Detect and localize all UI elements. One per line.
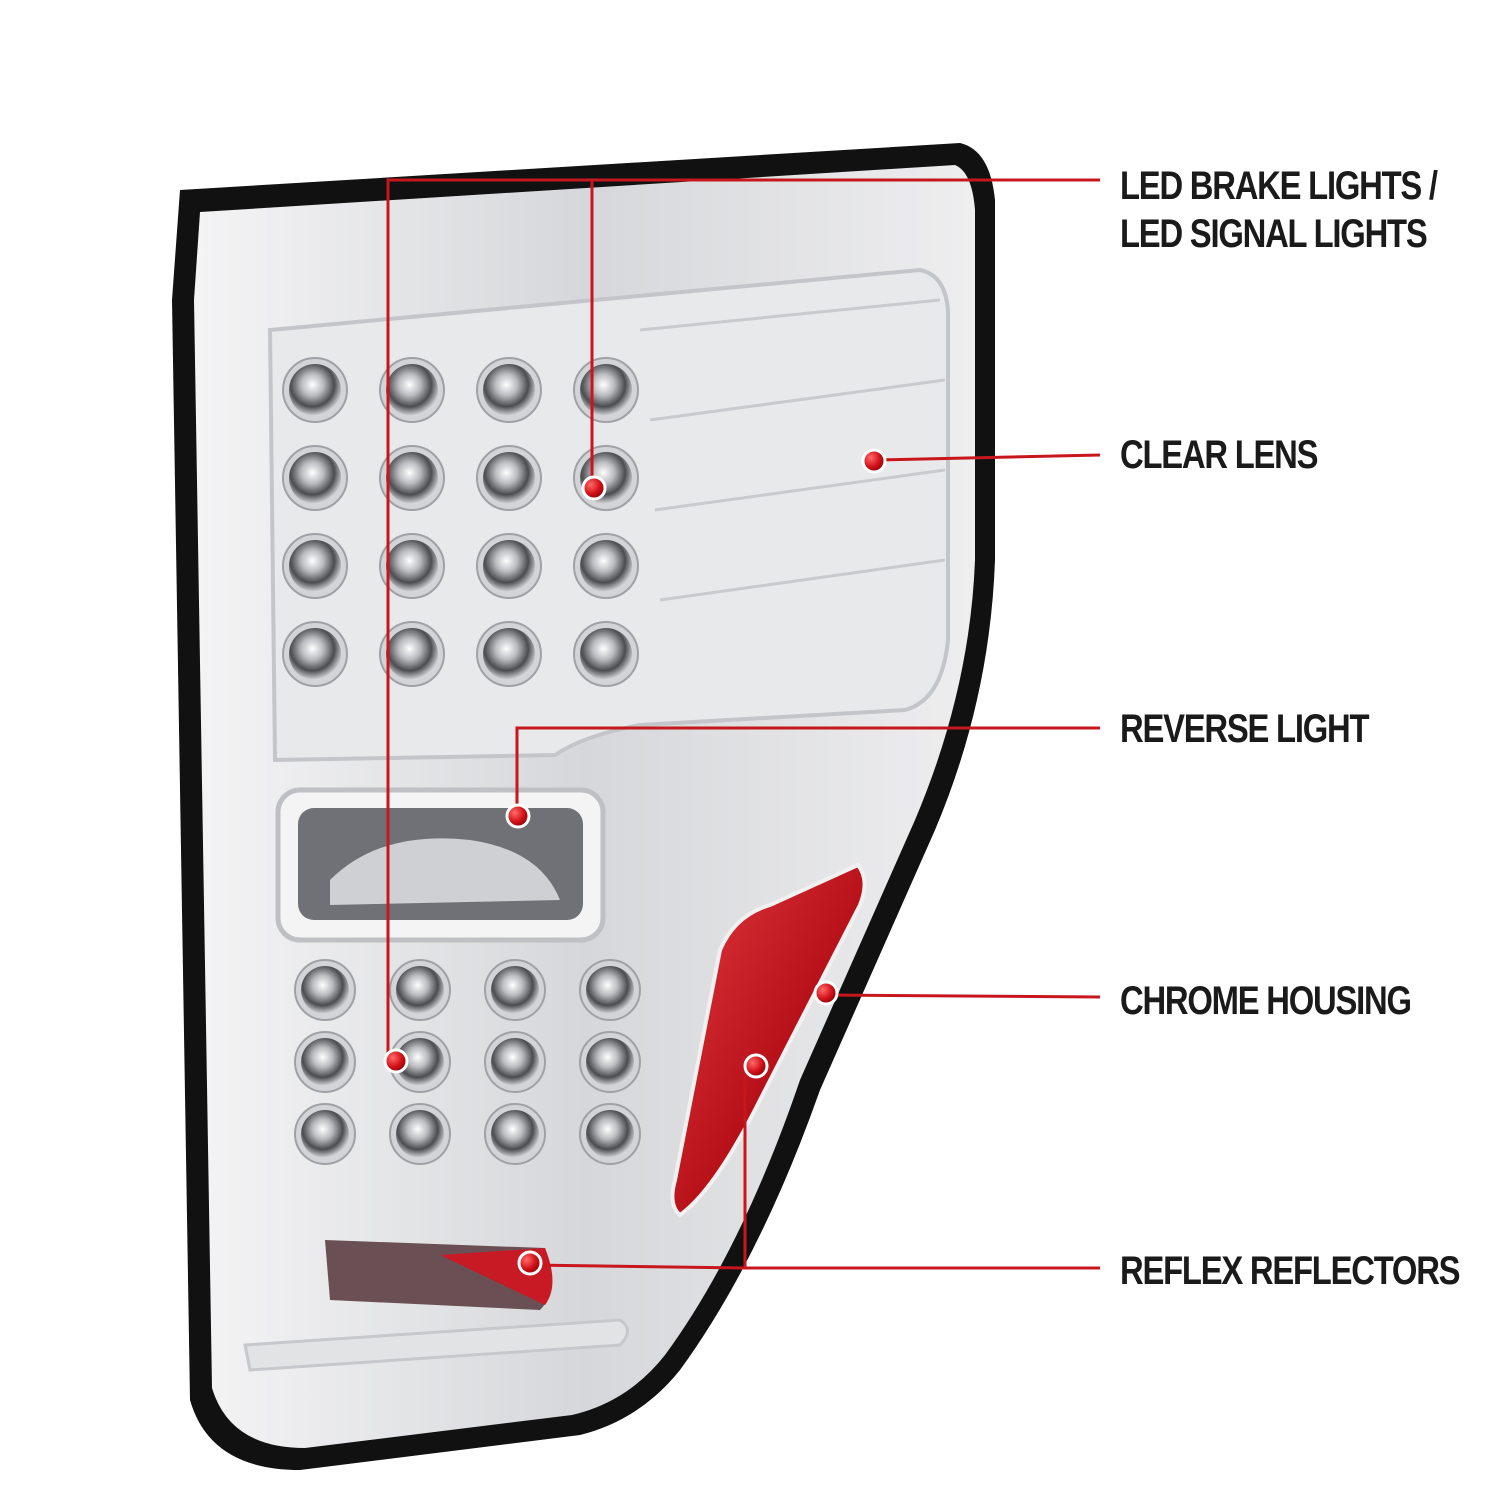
leader-lines xyxy=(386,178,1101,1270)
leader-clear-lens xyxy=(875,453,1101,462)
led-bulb xyxy=(396,966,444,1014)
callout-clear-lens: CLEAR LENS xyxy=(1120,433,1319,477)
dot-clear-lens xyxy=(861,448,887,474)
led-cluster-upper xyxy=(282,357,639,687)
led-bulb xyxy=(396,1110,444,1158)
dot-reflex-side xyxy=(743,1053,769,1079)
callout-dots xyxy=(383,448,887,1276)
lens-ribs xyxy=(639,298,946,602)
led-bulb xyxy=(289,452,341,504)
led-bulb xyxy=(386,628,438,680)
led-bulb xyxy=(580,364,632,416)
led-bulb xyxy=(483,452,535,504)
led-bulb xyxy=(386,540,438,592)
leader-reflex-bottom xyxy=(529,1263,746,1270)
bottom-trim-bar xyxy=(243,1318,629,1372)
led-cluster-lower xyxy=(294,959,641,1165)
led-bulb xyxy=(586,1110,634,1158)
led-bulb xyxy=(483,364,535,416)
callout-chrome-housing: CHROME HOUSING xyxy=(1120,979,1412,1023)
led-bulb xyxy=(580,628,632,680)
led-bulb xyxy=(586,966,634,1014)
led-bulb xyxy=(289,364,341,416)
callout-led-line2: LED SIGNAL LIGHTS xyxy=(1120,212,1428,256)
led-bulb xyxy=(301,966,349,1014)
callout-reflex-reflectors: REFLEX REFLECTORS xyxy=(1120,1249,1461,1293)
led-bulb xyxy=(491,1110,539,1158)
led-bulb xyxy=(301,1110,349,1158)
led-bulb xyxy=(289,628,341,680)
led-bulb xyxy=(386,364,438,416)
led-bulb xyxy=(483,540,535,592)
led-bulb xyxy=(491,1038,539,1086)
side-reflector xyxy=(670,862,867,1218)
callout-led-line1: LED BRAKE LIGHTS / xyxy=(1120,164,1438,208)
led-bulb xyxy=(396,1038,444,1086)
dot-chrome-housing xyxy=(813,980,839,1006)
led-bulb xyxy=(301,1038,349,1086)
callout-led-brake-signal: LED BRAKE LIGHTS / LED SIGNAL LIGHTS xyxy=(1120,162,1438,258)
dot-reverse-light xyxy=(505,803,531,829)
led-bulb xyxy=(386,452,438,504)
leader-chrome-housing xyxy=(825,993,1101,999)
led-bulb xyxy=(580,540,632,592)
dot-led-brake xyxy=(383,1048,409,1074)
led-bulb xyxy=(483,628,535,680)
led-bulb xyxy=(289,540,341,592)
leader-reverse-light xyxy=(515,726,1100,815)
callout-reverse-light: REVERSE LIGHT xyxy=(1120,707,1369,751)
led-bulb xyxy=(491,966,539,1014)
dot-reflex-bottom xyxy=(517,1250,543,1276)
leader-led-upper xyxy=(386,178,1100,1060)
led-bulb xyxy=(586,1038,634,1086)
dot-led-signal xyxy=(581,475,607,501)
